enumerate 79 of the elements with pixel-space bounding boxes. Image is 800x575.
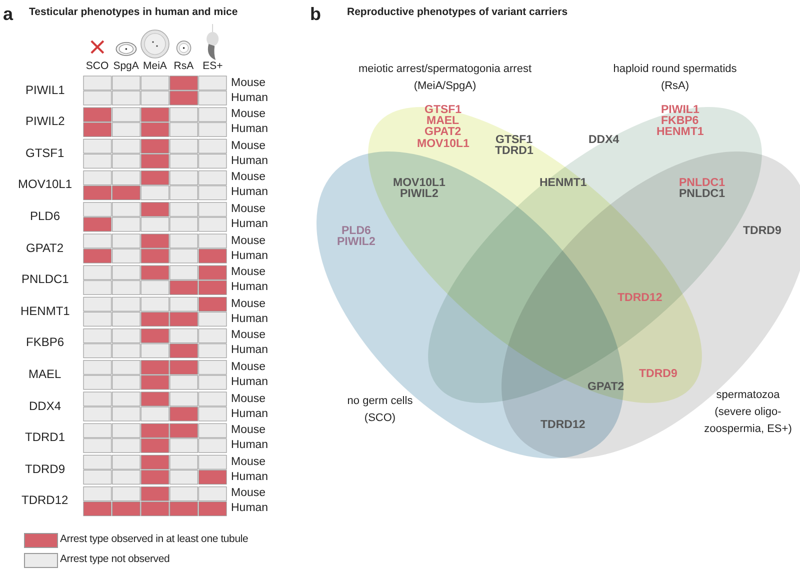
species-label: Mouse — [231, 234, 266, 248]
gene-name: PIWIL2 — [337, 236, 376, 248]
column-header: MeiA — [143, 61, 167, 73]
gene-name: PNLDC1 — [22, 273, 69, 286]
species-label: Mouse — [231, 360, 266, 374]
species-label: Mouse — [231, 424, 266, 437]
species-label: Mouse — [231, 266, 266, 279]
column-header: SCO — [86, 61, 109, 73]
gene-name: TDRD9 — [25, 462, 66, 476]
set-label: no germ cells (SCO) — [346, 394, 414, 426]
species-label: Mouse — [231, 108, 266, 121]
species-label: Human — [231, 250, 268, 262]
gene-name: GPAT2 — [424, 126, 462, 138]
species-label: Mouse — [231, 392, 266, 406]
set-label: meiotic arrest/spermatogonia arrest (MeiA/SpgA) — [357, 62, 532, 94]
panel-letter: b — [310, 5, 321, 25]
species-label: Human — [231, 154, 268, 168]
gene-name: TDRD9 — [743, 224, 782, 238]
gene-name: TDRD12 — [22, 494, 68, 508]
gene-name: HENMT1 — [540, 176, 587, 190]
panel-title: Reproductive phenotypes of variant carriers — [347, 7, 568, 19]
gene-name: PLD6 — [30, 210, 60, 224]
set-label: spermatozoa (severe oligo-zoospermia, ES+) — [703, 388, 793, 437]
gene-name: GTSF1 — [26, 146, 64, 160]
gene-name: DDX4 — [29, 400, 62, 413]
species-label: Human — [231, 218, 268, 231]
species-label: Human — [231, 186, 268, 199]
species-label: Human — [231, 408, 268, 420]
gene-name: PNLDC1 — [679, 176, 726, 189]
legend-text: Arrest type not observed — [60, 554, 170, 566]
gene-name: GTSF1 — [424, 104, 462, 116]
column-header: ES+ — [202, 61, 223, 73]
species-label: Human — [231, 439, 268, 452]
gene-name: FKBP6 — [661, 114, 699, 127]
gene-name: HENMT1 — [20, 304, 70, 318]
column-header: SpgA — [113, 61, 139, 73]
gene-name: PIWIL2 — [26, 115, 65, 128]
set-label: haploid round spermatids (RsA) — [612, 62, 738, 94]
column-header: RsA — [174, 61, 194, 73]
gene-name: PLD6 — [342, 224, 371, 237]
gene-name: DDX4 — [588, 134, 620, 146]
species-label: Human — [231, 92, 268, 104]
gene-name: MOV10L1 — [417, 138, 470, 150]
gene-name: TDRD12 — [618, 292, 662, 304]
species-label: Mouse — [231, 140, 266, 152]
species-label: Human — [231, 344, 268, 357]
species-label: Mouse — [231, 456, 266, 468]
species-label: Mouse — [231, 329, 266, 342]
species-label: Human — [231, 470, 268, 484]
species-label: Human — [231, 281, 268, 294]
legend-text: Arrest type observed in at least one tubule — [60, 534, 248, 546]
gene-name: GPAT2 — [588, 380, 624, 394]
gene-name: GTSF1 — [496, 134, 533, 146]
gene-name: TDRD9 — [639, 368, 678, 380]
gene-name: TDRD12 — [540, 418, 586, 432]
gene-name: PNLDC1 — [679, 188, 726, 200]
panel-letter: a — [3, 5, 14, 25]
species-label: Human — [231, 376, 268, 389]
gene-name: MOV10L1 — [18, 178, 72, 192]
species-label: Human — [231, 312, 268, 326]
species-label: Human — [231, 502, 268, 515]
panel-title: Testicular phenotypes in human and mice — [29, 7, 238, 19]
gene-name: TDRD1 — [25, 431, 66, 444]
gene-name: FKBP6 — [26, 336, 64, 350]
gene-name: PIWIL2 — [400, 188, 438, 200]
gene-name: PIWIL1 — [661, 104, 700, 116]
gene-name: GPAT2 — [26, 242, 64, 255]
species-label: Mouse — [231, 76, 266, 90]
species-label: Human — [231, 123, 268, 136]
gene-name: MAEL — [28, 368, 62, 382]
gene-name: TDRD1 — [495, 144, 534, 158]
gene-name: MAEL — [426, 114, 460, 127]
species-label: Mouse — [231, 487, 266, 500]
gene-name: PIWIL1 — [26, 84, 65, 97]
species-label: Mouse — [231, 202, 266, 216]
species-label: Mouse — [231, 298, 266, 310]
gene-name: HENMT1 — [656, 126, 704, 138]
species-label: Mouse — [231, 171, 266, 184]
gene-name: MOV10L1 — [393, 176, 446, 189]
